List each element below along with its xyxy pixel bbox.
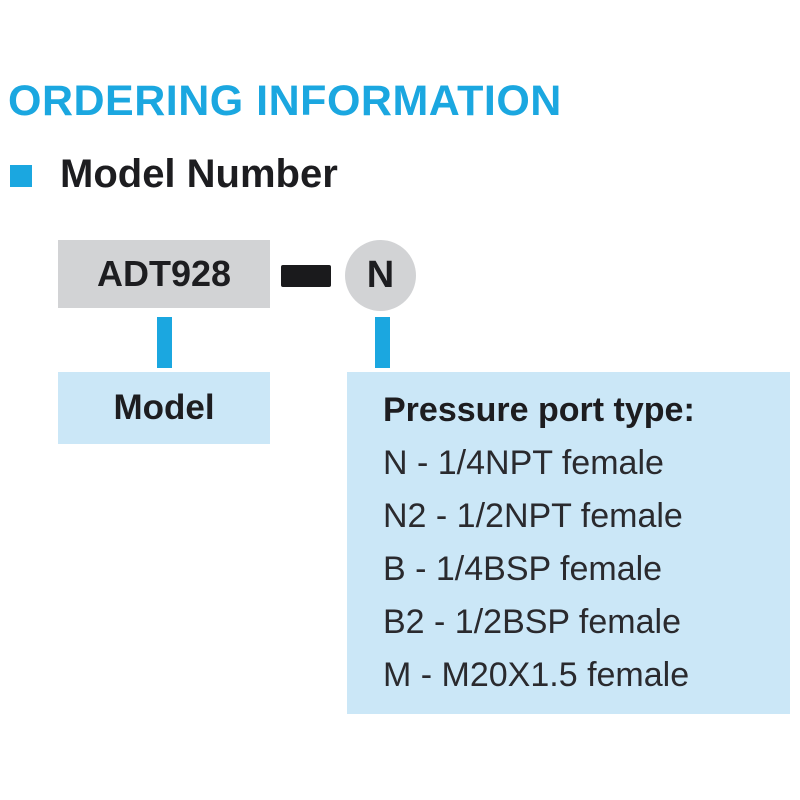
model-label: Model (113, 388, 215, 427)
connector-line-port (375, 317, 390, 368)
port-type-option: B - 1/4BSP female (383, 550, 663, 588)
port-type-box: Pressure port type: N - 1/4NPT female N2… (347, 372, 790, 714)
dash-connector-icon (281, 265, 331, 287)
model-code-label: ADT928 (96, 253, 232, 294)
model-label-box: Model (58, 372, 270, 444)
port-type-option: B2 - 1/2BSP female (383, 603, 681, 641)
port-type-option: N2 - 1/2NPT female (383, 497, 683, 535)
page-title: ORDERING INFORMATION (8, 77, 562, 125)
port-type-option: N - 1/4NPT female (383, 444, 664, 482)
port-option-code: N (366, 254, 395, 296)
section-bullet-icon (10, 165, 32, 187)
model-code-box: ADT928 (58, 240, 270, 308)
section-heading: Model Number (60, 152, 338, 196)
connector-line-model (157, 317, 172, 368)
port-option-circle: N (345, 240, 416, 311)
port-type-option: M - M20X1.5 female (383, 656, 690, 694)
port-type-heading: Pressure port type: (383, 391, 695, 429)
